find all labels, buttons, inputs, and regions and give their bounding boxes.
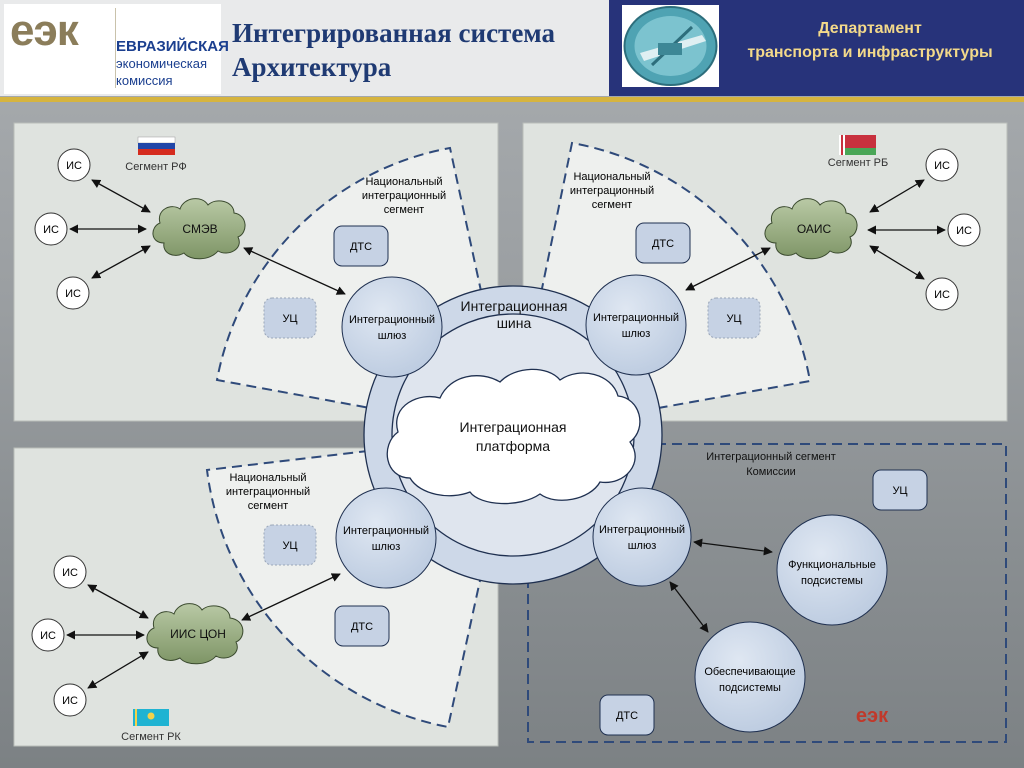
hub-cloud-ru bbox=[152, 198, 246, 260]
integration-platform-cloud bbox=[386, 368, 641, 505]
uc-box-eek bbox=[872, 469, 928, 511]
dts-box-ru bbox=[333, 225, 389, 267]
functional-subsystems-node bbox=[776, 514, 888, 626]
gateway-eek bbox=[592, 487, 692, 587]
page-subtitle: Архитектура bbox=[232, 52, 392, 82]
gateway-label: шлюз bbox=[628, 540, 657, 552]
platform-label-line-2: платформа bbox=[476, 438, 550, 454]
department-title-line-1: Департамент bbox=[818, 20, 922, 37]
header-bar: еэк ЕВРАЗИЙСКАЯ экономическая комиссия И… bbox=[0, 0, 1024, 96]
is-node-by-2 bbox=[947, 213, 981, 247]
dts-label: ДТС bbox=[351, 621, 373, 633]
national-segment-label-by: Национальный bbox=[573, 171, 650, 183]
dts-box-eek bbox=[599, 694, 655, 736]
hub-cloud-kz bbox=[146, 603, 244, 665]
functional-subsystems-label: Функциональные bbox=[788, 559, 876, 571]
supporting-subsystems-node bbox=[694, 621, 806, 733]
uc-box-ru bbox=[263, 297, 317, 339]
gateway-label: Интеграционный bbox=[593, 312, 679, 324]
functional-subsystems-label: подсистемы bbox=[801, 575, 863, 587]
segment-ru-label: Сегмент РФ bbox=[125, 161, 187, 173]
gateway-label: шлюз bbox=[372, 541, 401, 553]
eek-watermark-logo: еэк bbox=[856, 705, 889, 727]
national-segment-label-kz: Национальный bbox=[229, 472, 306, 484]
gateway-label: Интеграционный bbox=[343, 525, 429, 537]
gateway-label: Интеграционный bbox=[349, 314, 435, 326]
is-node-kz-3 bbox=[53, 683, 87, 717]
national-segment-label-kz: сегмент bbox=[248, 500, 288, 512]
department-title-line-2: транспорта и инфраструктуры bbox=[747, 44, 993, 61]
hub-label-ru: СМЭВ bbox=[182, 222, 217, 236]
logo-line-3: комиссия bbox=[116, 73, 173, 88]
is-node-by-3 bbox=[925, 277, 959, 311]
hub-cloud-by bbox=[764, 198, 858, 260]
eek-logo: еэк ЕВРАЗИЙСКАЯ экономическая комиссия bbox=[4, 4, 229, 94]
national-segment-label-by: сегмент bbox=[592, 199, 632, 211]
flag-ru-icon bbox=[137, 136, 176, 155]
panel-eek bbox=[527, 443, 1007, 743]
uc-label: УЦ bbox=[892, 485, 907, 497]
is-node-kz-1 bbox=[53, 555, 87, 589]
logo-divider bbox=[115, 8, 116, 88]
gateway-by bbox=[585, 274, 687, 376]
is-label: ИС bbox=[66, 160, 82, 172]
dts-label: ДТС bbox=[350, 241, 372, 253]
national-segment-label-kz: интеграционный bbox=[226, 486, 310, 498]
supporting-subsystems-label: Обеспечивающие bbox=[704, 666, 795, 678]
gateway-label: шлюз bbox=[622, 328, 651, 340]
header-divider bbox=[0, 97, 1024, 102]
supporting-subsystems-label: подсистемы bbox=[719, 682, 781, 694]
is-label: ИС bbox=[40, 630, 56, 642]
is-node-ru-2 bbox=[34, 212, 68, 246]
gateway-label: шлюз bbox=[378, 330, 407, 342]
bus-label-line-2: шина bbox=[497, 315, 532, 331]
dts-label: ДТС bbox=[652, 238, 674, 250]
is-node-kz-2 bbox=[31, 618, 65, 652]
integration-bus-ring bbox=[364, 286, 662, 584]
bus-label-line-1: Интеграционная bbox=[461, 298, 568, 314]
is-label: ИС bbox=[62, 695, 78, 707]
national-segment-label-ru: сегмент bbox=[384, 204, 424, 216]
national-segment-label-by: интеграционный bbox=[570, 185, 654, 197]
eek-segment-label: Комиссии bbox=[746, 466, 796, 478]
is-label: ИС bbox=[65, 288, 81, 300]
platform-label-line-1: Интеграционная bbox=[460, 419, 567, 435]
flag-kz-icon bbox=[133, 709, 169, 726]
logo-line-2: экономическая bbox=[116, 56, 208, 71]
uc-label: УЦ bbox=[282, 540, 297, 552]
transport-emblem-icon bbox=[622, 5, 719, 87]
is-label: ИС bbox=[956, 225, 972, 237]
gateway-kz bbox=[335, 487, 437, 589]
hub-label-by: ОАИС bbox=[797, 222, 832, 236]
dts-label: ДТС bbox=[616, 710, 638, 722]
eek-segment-label: Интеграционный сегмент bbox=[706, 451, 836, 463]
gateway-label: Интеграционный bbox=[599, 524, 685, 536]
page-title: Интегрированная система bbox=[232, 18, 556, 48]
uc-box-by bbox=[707, 297, 761, 339]
dts-box-kz bbox=[334, 605, 390, 647]
flag-by-icon bbox=[839, 135, 876, 155]
gateway-ru bbox=[341, 276, 443, 378]
is-label: ИС bbox=[43, 224, 59, 236]
segment-by-label: Сегмент РБ bbox=[828, 157, 888, 169]
logo-line-1: ЕВРАЗИЙСКАЯ bbox=[116, 38, 229, 55]
national-segment-label-ru: Национальный bbox=[365, 176, 442, 188]
segment-kz-label: Сегмент РК bbox=[121, 731, 181, 743]
is-node-ru-1 bbox=[57, 148, 91, 182]
hub-label-kz: ИИС ЦОН bbox=[170, 627, 226, 641]
dts-box-by bbox=[635, 222, 691, 264]
uc-label: УЦ bbox=[726, 313, 741, 325]
is-node-ru-3 bbox=[56, 276, 90, 310]
national-segment-label-ru: интеграционный bbox=[362, 190, 446, 202]
uc-box-kz bbox=[263, 524, 317, 566]
uc-label: УЦ bbox=[282, 313, 297, 325]
is-label: ИС bbox=[934, 160, 950, 172]
is-node-by-1 bbox=[925, 148, 959, 182]
is-label: ИС bbox=[62, 567, 78, 579]
logo-mark: еэк bbox=[10, 6, 79, 55]
is-label: ИС bbox=[934, 289, 950, 301]
